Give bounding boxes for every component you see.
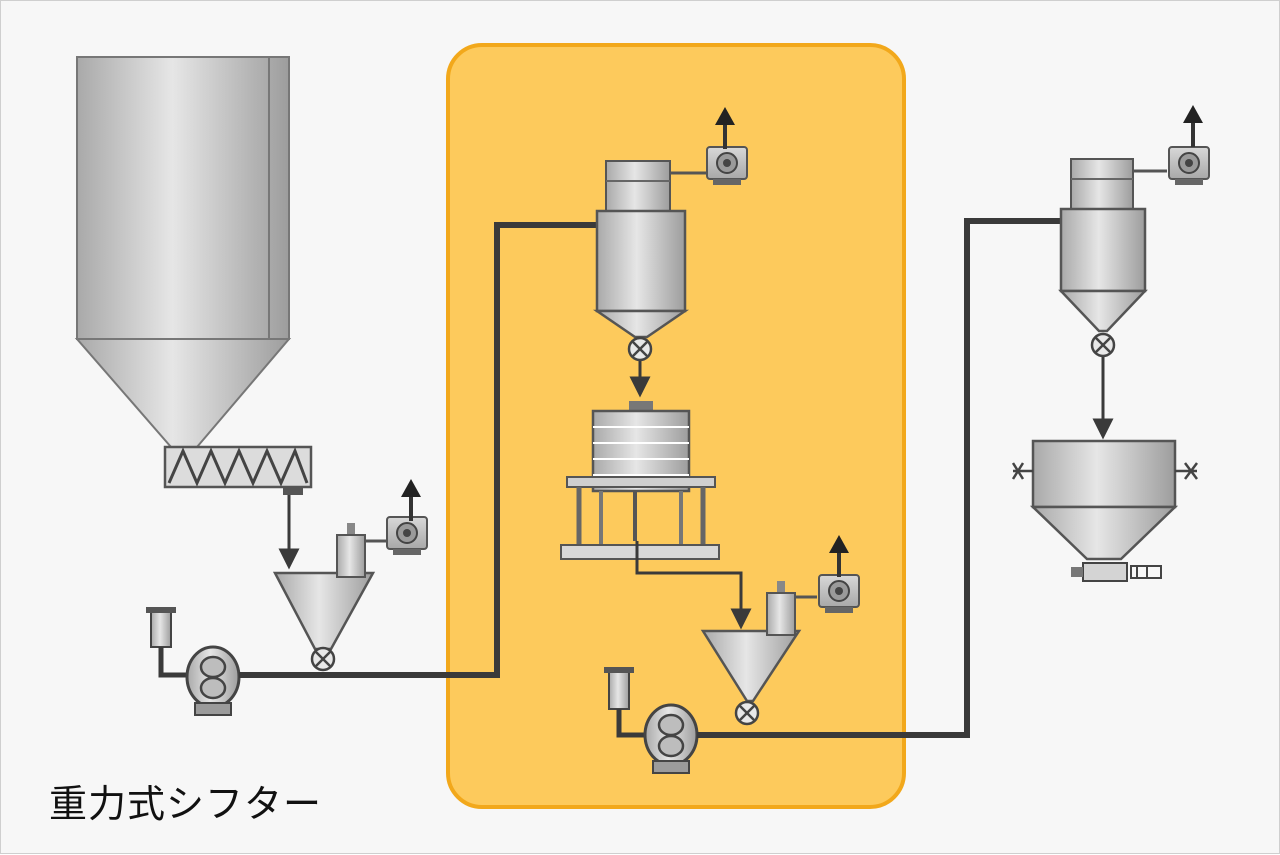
gravity-sifter-icon: [560, 401, 720, 560]
exhaust-fan-icon: [818, 574, 860, 614]
flow-arrow-sifter-hopper: [635, 541, 752, 630]
receiving-tank-icon: [1011, 439, 1198, 582]
vent-arrow-icon: [1181, 103, 1205, 149]
rotary-valve-icon: [734, 700, 760, 726]
rotary-valve-icon: [1090, 332, 1116, 358]
exhaust-fan-icon: [706, 146, 748, 186]
diagram-caption: 重力式シフター: [49, 782, 323, 826]
rotary-valve-icon: [627, 336, 653, 362]
storage-silo-icon: [74, 56, 292, 448]
conveying-pipe-2: [697, 218, 1063, 738]
rotary-valve-icon: [310, 646, 336, 672]
exhaust-fan-icon: [1168, 146, 1210, 186]
blower-pump-icon: [643, 703, 699, 775]
filter-receiver-icon: [592, 160, 690, 339]
pump-air-filter-icon: [604, 667, 645, 738]
pump-air-filter-icon: [146, 607, 187, 678]
hopper-icon: [272, 522, 376, 651]
conveying-pipe-1: [239, 222, 599, 678]
exhaust-fan-icon: [386, 516, 428, 556]
filter-receiver-icon: [1058, 158, 1148, 333]
hopper-icon: [700, 580, 802, 703]
blower-pump-icon: [185, 645, 241, 717]
screw-conveyor-icon: [163, 445, 313, 495]
vent-arrow-icon: [399, 477, 423, 523]
